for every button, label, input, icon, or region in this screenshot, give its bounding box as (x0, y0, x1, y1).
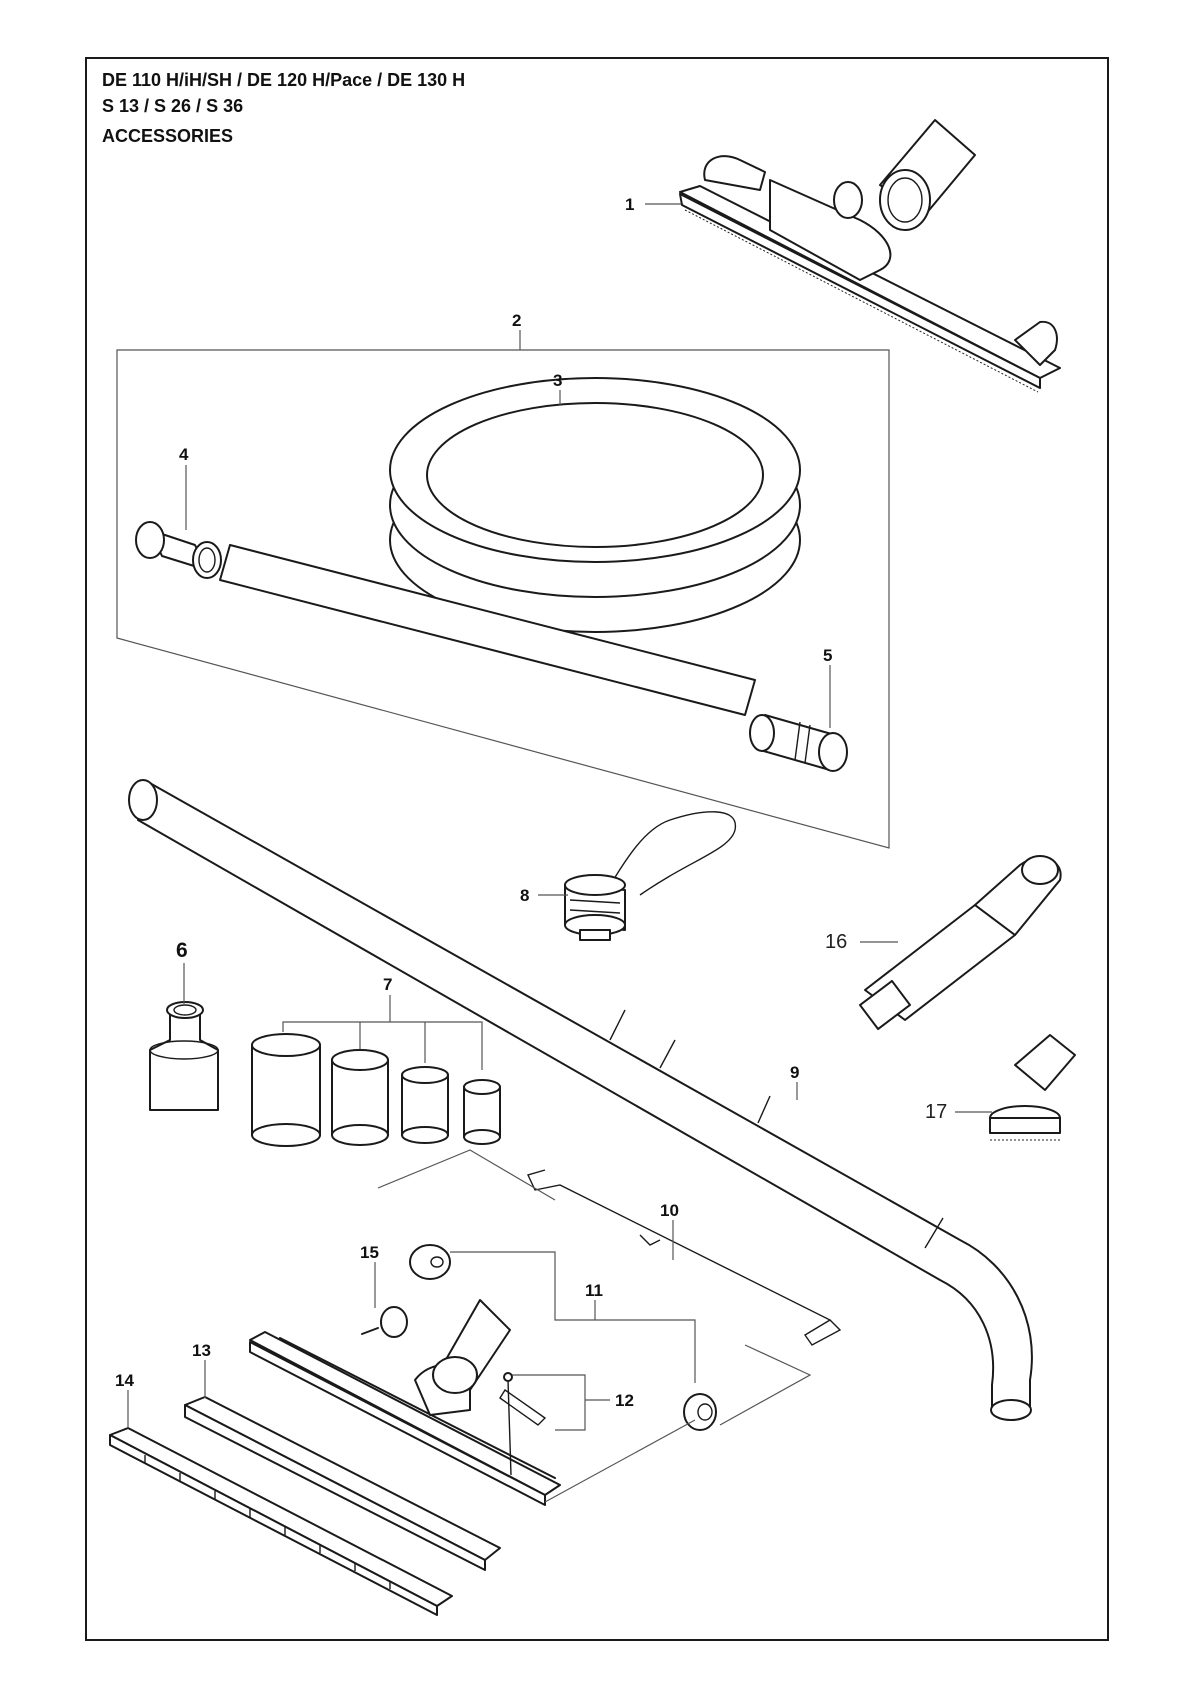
callout-4: 4 (179, 445, 189, 464)
callout-6: 6 (176, 939, 188, 962)
section-title: ACCESSORIES (102, 126, 234, 146)
callout-2: 2 (512, 311, 521, 330)
part-10-wire-clip (527, 1169, 842, 1346)
model-title: DE 110 H/iH/SH / DE 120 H/Pace / DE 130 … (102, 70, 466, 90)
callout-8: 8 (520, 886, 529, 905)
callout-15: 15 (360, 1243, 379, 1262)
callout-12: 12 (615, 1391, 634, 1410)
part-5-hose-connector (749, 714, 848, 772)
part-2-hose-kit-outline (116, 330, 890, 849)
part-13-squeegee-blade (184, 1396, 501, 1571)
part-8-cap-with-cord (564, 811, 736, 941)
part-1-floor-nozzle (679, 119, 1061, 393)
callout-1: 1 (625, 195, 634, 214)
callout-9: 9 (790, 1063, 799, 1082)
part-16-crevice-nozzle (859, 855, 1062, 1031)
callout-13: 13 (192, 1341, 211, 1360)
callout-7: 7 (383, 975, 392, 994)
part-17-round-brush (989, 1034, 1076, 1141)
part-14-notched-blade (109, 1427, 453, 1616)
part-7-adapter-rings (251, 995, 501, 1147)
part-11-wet-squeegee-nozzle (249, 1251, 717, 1506)
callout-17: 17 (925, 1101, 947, 1123)
part-15-wheels (361, 1244, 451, 1338)
part-6-adapter (149, 1001, 219, 1111)
callout-16: 16 (825, 931, 847, 953)
model-subtitle: S 13 / S 26 / S 36 (102, 96, 244, 116)
part-4-hose-cuff (135, 521, 222, 579)
callout-11: 11 (585, 1281, 603, 1300)
callout-3: 3 (553, 371, 562, 390)
callout-10: 10 (660, 1201, 679, 1220)
callout-5: 5 (823, 646, 832, 665)
part-9-extension-tube (128, 779, 1033, 1421)
drawing-frame (85, 57, 1109, 1641)
part-12-spring (499, 1372, 610, 1476)
part-3-coiled-hose (219, 377, 801, 716)
callout-14: 14 (115, 1371, 134, 1390)
